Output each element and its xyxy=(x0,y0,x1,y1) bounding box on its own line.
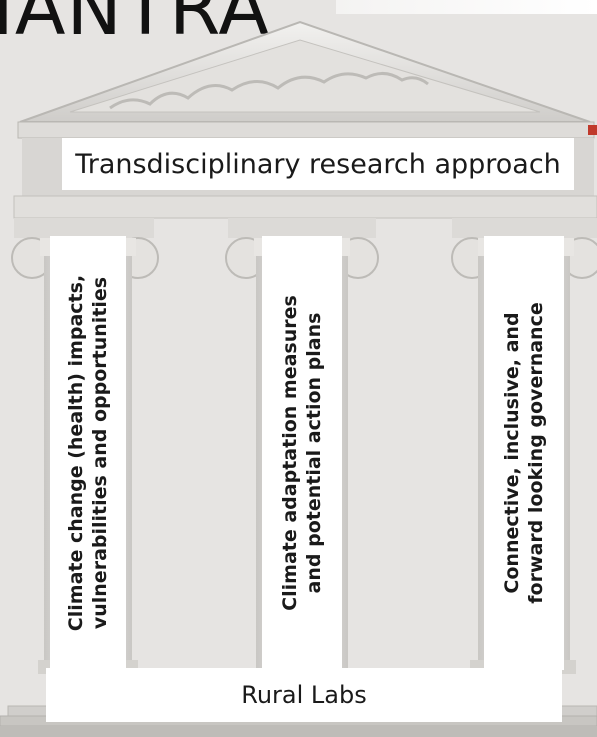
pillar-right-line-2: forward looking governance xyxy=(525,302,547,604)
pillar-center: Climate adaptation measures and potentia… xyxy=(262,236,342,670)
pillar-left: Climate change (health) impacts, vulnera… xyxy=(50,236,126,670)
frieze-band xyxy=(13,195,597,219)
base-label-text: Rural Labs xyxy=(241,681,367,709)
pillar-center-line-2: and potential action plans xyxy=(303,312,325,594)
top-label-text: Transdisciplinary research approach xyxy=(75,148,561,180)
pillar-left-line-1: Climate change (health) impacts, xyxy=(65,274,87,632)
logo-title: IANTRA xyxy=(0,0,271,52)
pediment-figures xyxy=(109,72,429,110)
cornice xyxy=(17,121,595,139)
pillar-right: Connective, inclusive, and forward looki… xyxy=(484,236,564,670)
pillar-right-text: Connective, inclusive, and forward looki… xyxy=(500,243,548,663)
pillar-left-text: Climate change (health) impacts, vulnera… xyxy=(64,243,112,663)
pillar-right-line-1: Connective, inclusive, and xyxy=(501,312,523,594)
header-strip xyxy=(336,0,597,14)
pillar-left-line-2: vulnerabilities and opportunities xyxy=(89,276,111,630)
pillar-center-text: Climate adaptation measures and potentia… xyxy=(278,243,326,663)
top-label-box: Transdisciplinary research approach xyxy=(62,138,574,190)
step-3 xyxy=(0,726,597,737)
base-label-box: Rural Labs xyxy=(46,668,562,722)
accent-mark xyxy=(588,125,597,135)
pillar-center-line-1: Climate adaptation measures xyxy=(279,295,301,611)
